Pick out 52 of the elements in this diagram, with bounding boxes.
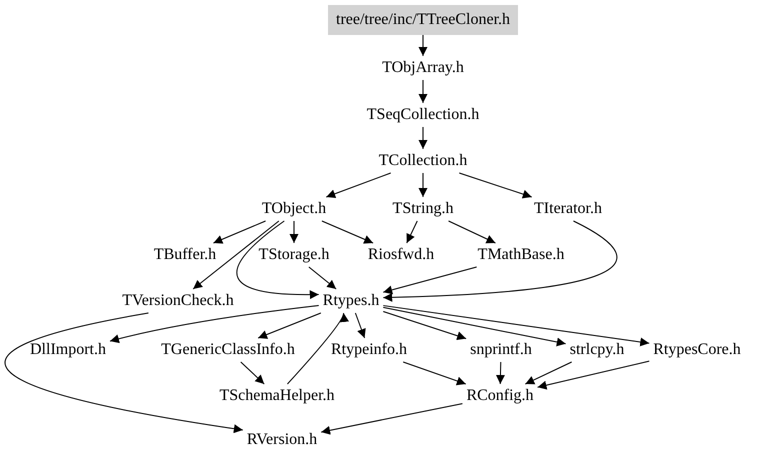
file-label: TObjArray.h bbox=[378, 56, 468, 80]
arrow bbox=[418, 172, 428, 198]
arrow bbox=[382, 311, 467, 340]
file-label: strlcpy.h bbox=[566, 338, 628, 362]
file-label: TStorage.h bbox=[254, 243, 334, 267]
arrow bbox=[537, 360, 650, 390]
arrow bbox=[354, 312, 366, 338]
arrow bbox=[286, 312, 347, 384]
highlighted-file-box: tree/tree/inc/TTreeCloner.h bbox=[328, 5, 518, 35]
file-label: TVersionCheck.h bbox=[118, 289, 238, 313]
file-label: RVersion.h bbox=[242, 428, 322, 452]
arrow bbox=[524, 362, 572, 384]
file-label: TGenericClassInfo.h bbox=[157, 338, 299, 362]
arrow bbox=[320, 403, 463, 435]
file-label: TSchemaHelper.h bbox=[215, 384, 339, 408]
file-label: Rtypes.h bbox=[318, 289, 384, 313]
file-label: TMathBase.h bbox=[474, 243, 568, 267]
arrow bbox=[406, 220, 418, 244]
arrow bbox=[382, 306, 566, 346]
file-label: TString.h bbox=[388, 197, 458, 221]
file-label: TCollection.h bbox=[374, 149, 472, 173]
file-label: RtypesCore.h bbox=[649, 338, 745, 362]
file-label: DllImport.h bbox=[26, 338, 110, 362]
arrow bbox=[382, 305, 650, 346]
file-label: Riosfwd.h bbox=[364, 243, 438, 267]
arrow bbox=[382, 220, 617, 302]
arrow bbox=[418, 80, 428, 104]
arrow bbox=[4, 312, 244, 434]
arrow bbox=[110, 304, 320, 344]
arrow bbox=[418, 34, 428, 56]
arrow bbox=[402, 362, 466, 386]
file-label: Rtypeinfo.h bbox=[327, 338, 411, 362]
arrow bbox=[258, 312, 322, 339]
arrow bbox=[212, 220, 266, 244]
arrow bbox=[496, 362, 505, 384]
arrow bbox=[458, 172, 532, 198]
arrow bbox=[290, 220, 298, 244]
arrow bbox=[236, 220, 320, 299]
arrow bbox=[418, 126, 428, 150]
file-label: TIterator.h bbox=[530, 197, 606, 221]
file-label: snprintf.h bbox=[466, 338, 536, 362]
file-label: RConfig.h bbox=[462, 384, 538, 408]
arrow bbox=[321, 220, 374, 244]
file-label: TSeqCollection.h bbox=[362, 103, 484, 127]
file-label: TBuffer.h bbox=[150, 243, 220, 267]
arrow bbox=[240, 362, 265, 384]
arrow bbox=[192, 220, 280, 290]
arrow bbox=[448, 220, 496, 244]
arrow bbox=[326, 172, 392, 198]
arrow bbox=[382, 266, 478, 294]
file-label: TObject.h bbox=[258, 197, 330, 221]
arrow bbox=[308, 266, 337, 290]
